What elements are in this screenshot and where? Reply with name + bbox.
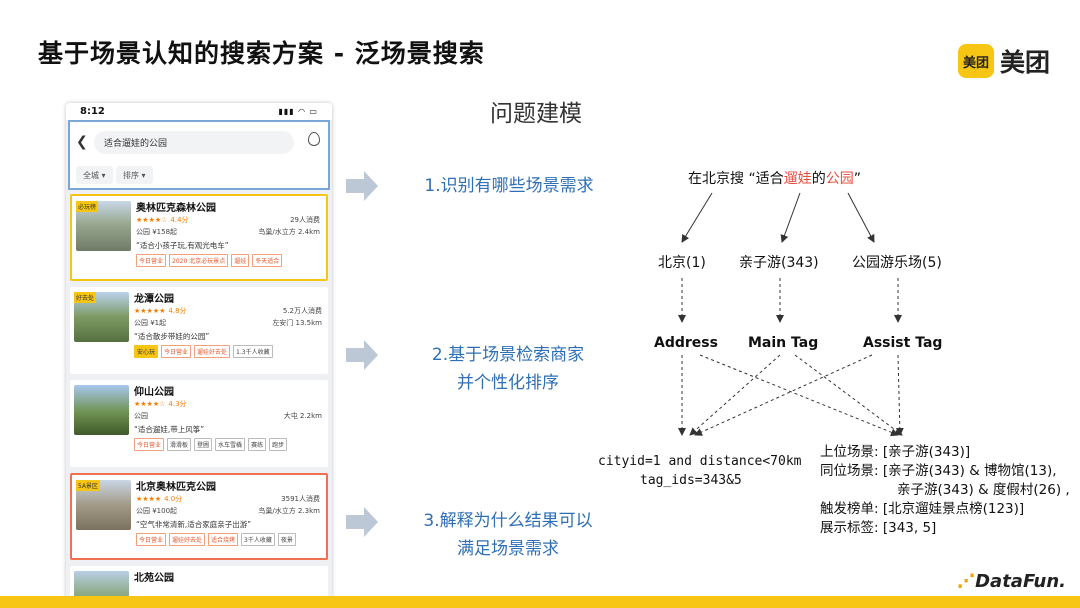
rank-badge: 5A景区	[76, 480, 100, 491]
price: 公园 ¥1起	[134, 319, 167, 327]
area-distance: 左安门 13.5km	[272, 319, 322, 327]
filter-sort[interactable]: 排序 ▾	[116, 166, 153, 184]
place-name: 仰山公园	[134, 387, 174, 398]
review-snippet: “空气非常清新,适合家庭亲子出游”	[136, 520, 252, 529]
tag: 遛娃	[231, 254, 250, 267]
step-2: 2.基于场景检索商家并个性化排序	[431, 345, 585, 393]
tag: 今日营业	[136, 254, 167, 267]
rating-stars: ★★★★4.0分	[136, 495, 183, 503]
search-input[interactable]: 适合遛娃的公园	[94, 131, 294, 154]
type-assist-tag: Assist Tag	[863, 335, 943, 351]
tag: 今日营业	[136, 533, 167, 546]
review-snippet: “适合散步带娃的公园”	[134, 332, 210, 341]
arrow-right-icon	[346, 171, 378, 201]
result-card[interactable]: 必玩榜 奥林匹克森林公园 ★★★★☆4.4分 29人消费 公园 ¥158起 鸟巢…	[70, 194, 328, 281]
place-photo	[74, 571, 129, 600]
meituan-logo-text: 美团	[999, 48, 1050, 77]
query-diagram: 在北京搜 “适合遛娃的公园” 北京(1) 亲子游(343) 公园游乐场(5) A…	[590, 160, 1080, 536]
review-snippet: “适合小孩子玩,有观光电车”	[136, 241, 229, 250]
consume-count: 29人消费	[290, 216, 320, 224]
meituan-logo: 美团 美团	[957, 43, 1050, 79]
consume-count: 5.2万人消费	[282, 307, 322, 315]
datafun-logo: ⋰DataFun.	[957, 571, 1066, 592]
tag: 遛娃好去处	[169, 533, 206, 546]
place-name: 奥林匹克森林公园	[136, 203, 216, 214]
tag-list: 今日营业 滑滑板 登圃 水车雪橇 赛练 跑步	[134, 438, 288, 451]
status-time: 8:12	[80, 106, 105, 117]
signal-wifi-battery-icon: ▮▮▮ ◠ ▭	[278, 107, 318, 116]
section-heading: 问题建模	[490, 101, 582, 127]
step-3: 3.解释为什么结果可以满足场景需求	[423, 511, 593, 559]
type-main-tag: Main Tag	[748, 335, 819, 351]
place-photo	[74, 385, 129, 435]
place-name: 北京奥林匹克公园	[136, 482, 216, 493]
arrow-right-icon	[346, 340, 378, 370]
arrow-right-icon	[346, 507, 378, 537]
rating-stars: ★★★★★4.8分	[134, 307, 187, 315]
area-distance: 大屯 2.2km	[283, 412, 322, 420]
price: 公园	[134, 412, 148, 420]
consume-count: 3591人消费	[281, 495, 320, 503]
tag: 夜景	[277, 533, 296, 546]
retrieval-condition: cityid=1 and distance<70km	[598, 454, 802, 469]
entity-beijing: 北京(1)	[658, 255, 706, 271]
rank-badge: 必玩榜	[76, 201, 99, 212]
place-name: 龙潭公园	[134, 294, 174, 305]
status-bar: 8:12 ▮▮▮ ◠ ▭	[66, 103, 332, 120]
tag: 冬天适合	[252, 254, 283, 267]
step-1: 1.识别有哪些场景需求	[424, 176, 594, 196]
back-icon[interactable]: ❮	[76, 134, 88, 150]
tag: 1.3千人收藏	[233, 345, 273, 358]
rating-stars: ★★★★☆4.4分	[136, 216, 189, 224]
area-distance: 鸟巢/水立方 2.3km	[258, 507, 320, 515]
rank-badge: 好去处	[74, 292, 97, 303]
slide-title: 基于场景认知的搜索方案 - 泛场景搜索	[38, 39, 485, 68]
tag: 水车雪橇	[215, 438, 246, 451]
rating-stars: ★★★★☆4.3分	[134, 400, 187, 408]
tag: 3千人收藏	[241, 533, 275, 546]
tag: 今日营业	[161, 345, 192, 358]
bottom-bar	[0, 596, 1080, 608]
retrieval-tags: tag_ids=343&5	[640, 473, 742, 488]
diagram-arrows	[678, 192, 904, 437]
price: 公园 ¥100起	[136, 507, 178, 515]
tag: 今日营业	[134, 438, 165, 451]
price: 公园 ¥158起	[136, 228, 178, 236]
result-card[interactable]: 5A景区 北京奥林匹克公园 ★★★★4.0分 3591人消费 公园 ¥100起 …	[70, 473, 328, 560]
place-name: 北苑公园	[134, 573, 174, 584]
result-card[interactable]: 北苑公园	[70, 566, 328, 600]
explanation-list: 上位场景: [亲子游(343)] 同位场景: [亲子游(343) & 博物馆(1…	[820, 444, 1070, 536]
filter-city[interactable]: 全城 ▾	[76, 166, 113, 184]
meituan-badge-icon: 美团	[957, 44, 994, 78]
tag: 赛练	[248, 438, 267, 451]
entity-family-trip: 亲子游(343)	[739, 255, 819, 271]
search-panel: ❮ 适合遛娃的公园 全城 ▾ 排序 ▾	[68, 120, 330, 190]
tag: 跑步	[269, 438, 288, 451]
area-distance: 鸟巢/水立方 2.4km	[258, 228, 320, 236]
tag: 适合烧烤	[208, 533, 239, 546]
result-card[interactable]: 好去处 龙潭公园 ★★★★★4.8分 5.2万人消费 公园 ¥1起 左安门 13…	[70, 287, 328, 374]
result-card[interactable]: 仰山公园 ★★★★☆4.3分 公园 大屯 2.2km “适合遛娃,带上风筝” 今…	[70, 380, 328, 467]
tag-list: 今日营业 遛娃好去处 适合烧烤 3千人收藏 夜景	[136, 533, 296, 546]
location-icon[interactable]	[308, 132, 320, 146]
tag: 遛娃好去处	[194, 345, 231, 358]
tag: 滑滑板	[167, 438, 192, 451]
tag: 登圃	[194, 438, 213, 451]
tag-list: 今日营业 2020 北京必玩景点 遛娃 冬天适合	[136, 254, 283, 267]
type-address: Address	[654, 335, 718, 351]
phone-screenshot: 8:12 ▮▮▮ ◠ ▭ ❮ 适合遛娃的公园 全城 ▾ 排序 ▾ 必玩榜 奥林匹…	[66, 103, 332, 600]
query-text: 在北京搜 “适合遛娃的公园”	[688, 171, 861, 187]
review-snippet: “适合遛娃,带上风筝”	[134, 425, 205, 434]
tag: 2020 北京必玩景点	[169, 254, 229, 267]
entity-park-playground: 公园游乐场(5)	[852, 255, 942, 271]
tag-list: 安心玩 今日营业 遛娃好去处 1.3千人收藏	[134, 345, 273, 358]
tag: 安心玩	[134, 345, 159, 358]
